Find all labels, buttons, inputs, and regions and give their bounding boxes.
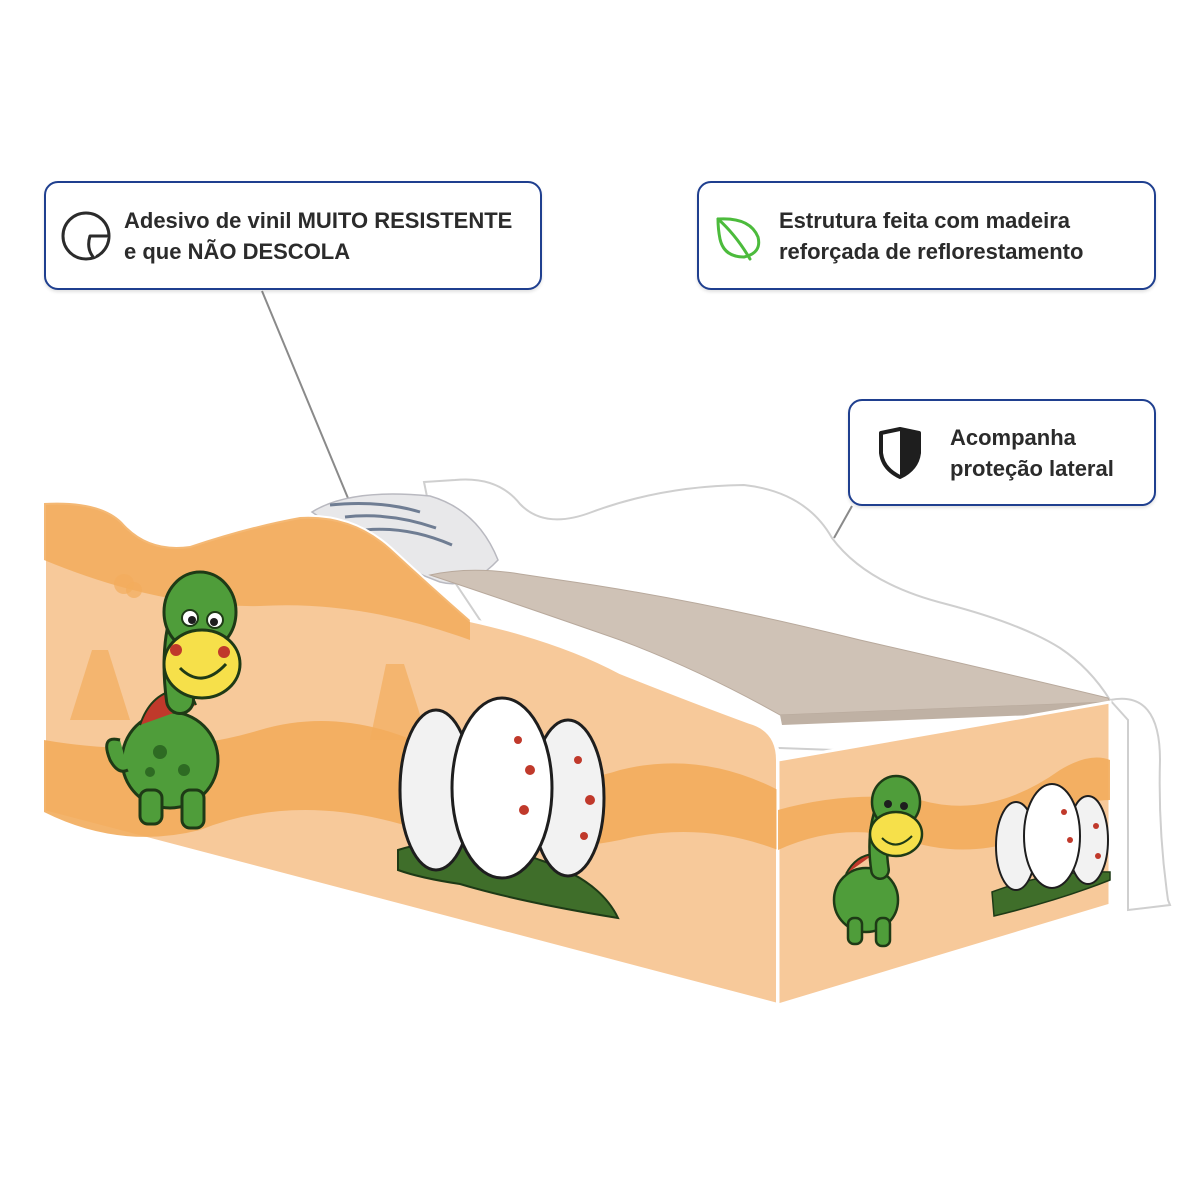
callout-sticker-line2: e que NÃO DESCOLA [124, 238, 351, 264]
callout-reforested-wood: Estrutura feita com madeira reforçada de… [697, 181, 1156, 290]
bed-mattress [428, 569, 1111, 716]
callout-guard-line2: proteção lateral [950, 455, 1114, 481]
callout-guard-line1: Acompanha [950, 424, 1076, 450]
leaf-icon [707, 209, 767, 263]
bed-side-guard [1108, 697, 1172, 912]
shield-icon [870, 426, 930, 479]
callout-vinyl-sticker: Adesivo de vinil MUITO RESISTENTE e que … [44, 181, 542, 290]
dinosaur-illustration-large [105, 570, 242, 830]
eggs-illustration-large [397, 696, 620, 920]
connector-line-guard [833, 505, 853, 539]
callout-wood-line1: Estrutura feita com madeira [779, 207, 1070, 233]
sticker-peel-icon [58, 209, 116, 263]
callout-sticker-line1: Adesivo de vinil MUITO RESISTENTE [124, 207, 513, 233]
dinosaur-illustration-small [832, 774, 924, 948]
callout-side-guard: Acompanha proteção lateral [848, 399, 1156, 506]
eggs-illustration-small [991, 783, 1111, 917]
callout-wood-line2: reforçada de reflorestamento [779, 238, 1084, 264]
